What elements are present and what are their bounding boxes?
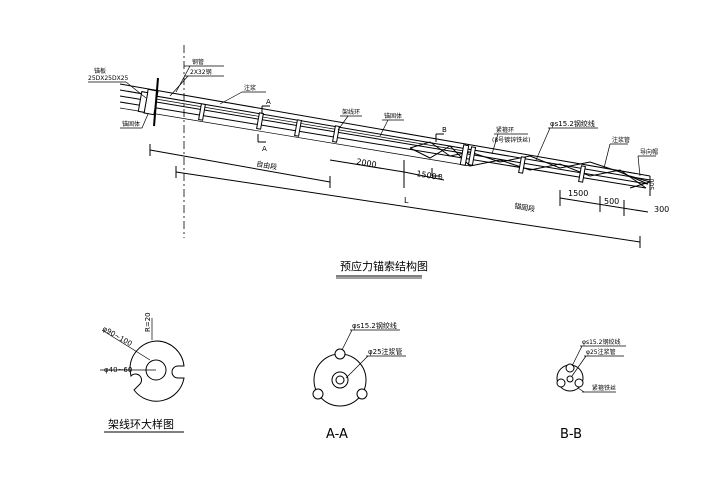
section-a-marker: A A — [257, 98, 271, 153]
anchor-cable-body — [119, 83, 652, 189]
dim-300: 300 — [654, 205, 669, 214]
section-a-top: A — [266, 98, 271, 106]
label-strand: φs15.2钢绞线 — [550, 119, 595, 128]
anchor-head — [137, 77, 159, 127]
dim-free-section: 自由段 — [256, 159, 278, 172]
section-b-marker: B B — [431, 126, 447, 181]
head-labels: 锚板 25DX25DX25 钢管 2X32钢 注浆 锚固体 — [88, 58, 266, 129]
dim-l: L — [404, 196, 409, 205]
bb-strand: φs15.2钢绞线 — [582, 338, 620, 346]
bb-title: B-B — [560, 427, 582, 442]
main-title: 预应力锚索结构图 — [340, 259, 428, 273]
section-b-top: B — [442, 126, 447, 134]
mid-labels: 架线环 锚固体 紧箍环 (8号镀锌铁丝) φs15.2钢绞线 注浆管 导向帽 — [337, 108, 658, 177]
dim-anchor-section: 锚固段 — [514, 201, 536, 214]
aa-strand: φs15.2钢绞线 — [352, 321, 397, 330]
ring-inner-dia: φ40~60 — [104, 366, 132, 374]
bb-ring: 紧箍铁丝 — [592, 384, 616, 392]
bb-pipe: φ25注浆管 — [586, 348, 616, 356]
dim-1500b: 1500 — [568, 189, 588, 198]
label-anchor-plate: 25DX25DX25 — [88, 75, 129, 82]
label-spacer: 架线环 — [342, 108, 360, 116]
dimension-lines: 自由段 2000 1500 L 锚固段 1500 500 300 500 — [149, 144, 669, 248]
dim-2000: 2000 — [356, 157, 378, 169]
dim-1500a: 1500 — [416, 169, 438, 181]
ring-radius: R=20 — [144, 312, 152, 332]
spacer-rings — [198, 103, 586, 183]
aa-title: A-A — [326, 427, 348, 442]
label-grout-hole: 导向帽 — [640, 148, 658, 156]
main-title-block: 预应力锚索结构图 — [336, 259, 428, 279]
section-bb: φs15.2钢绞线 φ25注浆管 紧箍铁丝 B-B — [556, 338, 626, 442]
section-a-bottom: A — [262, 145, 267, 153]
label-grout-pipe: 注浆 — [244, 84, 256, 92]
label-grout-pipe-b: 注浆管 — [612, 136, 630, 144]
aa-pipe: φ25注浆管 — [368, 347, 403, 356]
label-head-body: 锚固体 — [122, 120, 140, 128]
ring-outer-dia: φ90~100 — [101, 325, 133, 348]
ring-title: 架线环大样图 — [108, 417, 174, 431]
section-aa: φs15.2钢绞线 φ25注浆管 A-A — [312, 321, 406, 442]
label-steel-pipe: 钢管 — [192, 58, 204, 66]
label-bundle-ring: 紧箍环 — [496, 126, 514, 134]
ring-detail: φ90~100 R=20 φ40~60 架线环大样图 — [100, 312, 185, 433]
label-steel-ring: (8号镀锌铁丝) — [492, 136, 531, 144]
label-anchor-body: 锚固体 — [384, 112, 402, 120]
dim-500: 500 — [604, 197, 619, 206]
label-anchor-plate-name: 锚板 — [94, 67, 106, 75]
section-b-bottom: B — [438, 173, 443, 181]
label-pipe-spec: 2X32钢 — [190, 68, 212, 76]
dim-head-len: 500 — [649, 178, 656, 190]
